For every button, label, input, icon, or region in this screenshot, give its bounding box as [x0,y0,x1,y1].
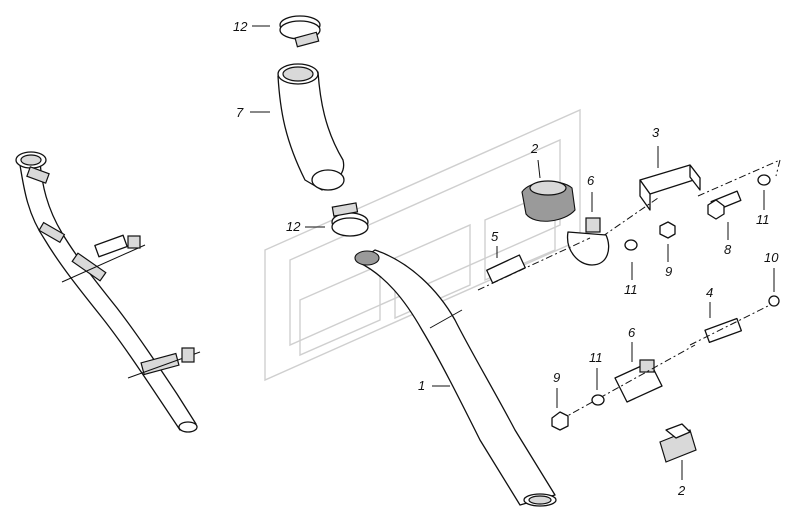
part-12-clamp-mid [331,202,369,237]
part-12-clamp-top [279,15,321,48]
callout-6-top: 6 [587,173,595,188]
callout-6-bottom: 6 [628,325,636,340]
callout-1: 1 [418,378,425,393]
callout-labels: 12 7 12 1 2 3 6 5 11 9 8 11 10 4 6 11 9 … [233,19,779,498]
callout-9-top: 9 [665,264,672,279]
leader-lines [250,25,775,480]
part-7-elbow-hose [277,63,345,191]
assembled-pipe-view [15,151,201,433]
callout-11-bottom: 11 [589,350,603,365]
callout-10: 10 [764,250,779,265]
part-8-bolt [707,190,742,220]
part-9-nut-top [659,221,676,239]
part-5-stud [477,237,591,291]
part-11-washer-right [757,174,771,186]
part-6-clamp-top [566,217,610,266]
callout-5: 5 [491,229,499,244]
callout-3: 3 [652,125,660,140]
callout-12-top: 12 [233,19,248,34]
callout-12-mid: 12 [286,219,301,234]
callout-2-top: 2 [530,141,539,156]
callout-9-bottom: 9 [553,370,560,385]
part-10-washer [768,295,780,307]
part-4-stud [689,304,771,346]
part-1-main-pipe [354,249,557,507]
callout-4: 4 [706,285,713,300]
callout-8: 8 [724,242,732,257]
part-11-washer-mid [624,239,638,251]
part-11-washer-bottom [591,394,605,406]
callout-2-bottom: 2 [677,483,686,498]
part-3-bracket [639,164,701,211]
part-2-clamp-bottom [659,423,697,463]
part-6-clamp-bottom [614,359,663,403]
part-2-clamp-top [521,180,576,222]
callout-7: 7 [236,105,244,120]
part-9-nut-bottom [551,411,569,431]
callout-11-mid: 11 [624,282,638,297]
callout-11-right: 11 [756,212,770,227]
